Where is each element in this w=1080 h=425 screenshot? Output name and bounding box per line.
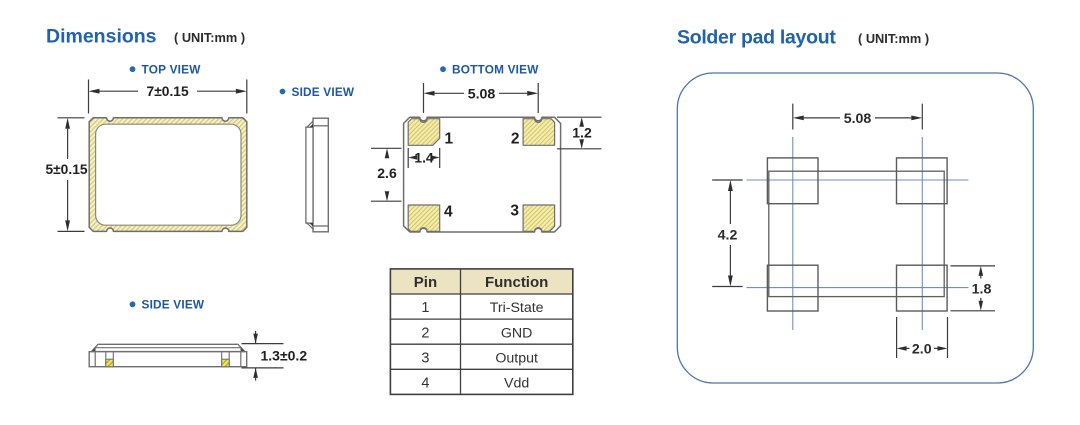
svg-text:4: 4 [444,203,453,220]
svg-text:2: 2 [421,325,429,341]
svg-text:SIDE VIEW: SIDE VIEW [142,298,205,312]
svg-text:( UNIT:mm ): ( UNIT:mm ) [858,31,929,46]
svg-text:1: 1 [421,300,429,316]
svg-text:5.08: 5.08 [468,86,496,102]
svg-text:1.2: 1.2 [572,125,592,141]
svg-text:Pin: Pin [414,274,437,291]
svg-text:Solder pad layout: Solder pad layout [677,27,836,49]
svg-text:Dimensions: Dimensions [46,26,157,48]
svg-text:4.2: 4.2 [718,228,738,244]
svg-text:Vdd: Vdd [504,376,529,392]
svg-text:GND: GND [501,325,533,341]
svg-text:Tri-State: Tri-State [490,300,544,316]
svg-text:1.4: 1.4 [414,150,434,165]
svg-text:2.0: 2.0 [912,341,932,357]
svg-text:SIDE VIEW: SIDE VIEW [292,85,355,99]
svg-text:TOP VIEW: TOP VIEW [142,63,202,77]
svg-text:3: 3 [421,350,429,366]
svg-text:1.8: 1.8 [972,282,992,298]
svg-text:5.08: 5.08 [844,111,872,127]
svg-text:2: 2 [511,131,520,148]
svg-text:4: 4 [421,376,429,392]
svg-text:Function: Function [485,274,548,291]
svg-text:5±0.15: 5±0.15 [45,162,87,177]
svg-text:3: 3 [510,203,519,220]
svg-text:7±0.15: 7±0.15 [147,84,189,99]
svg-text:Output: Output [495,350,538,366]
svg-text:( UNIT:mm ): ( UNIT:mm ) [174,30,245,45]
svg-text:BOTTOM VIEW: BOTTOM VIEW [452,63,539,77]
svg-text:1.3±0.2: 1.3±0.2 [261,348,308,364]
svg-text:1: 1 [445,131,454,148]
svg-text:2.6: 2.6 [377,165,397,181]
